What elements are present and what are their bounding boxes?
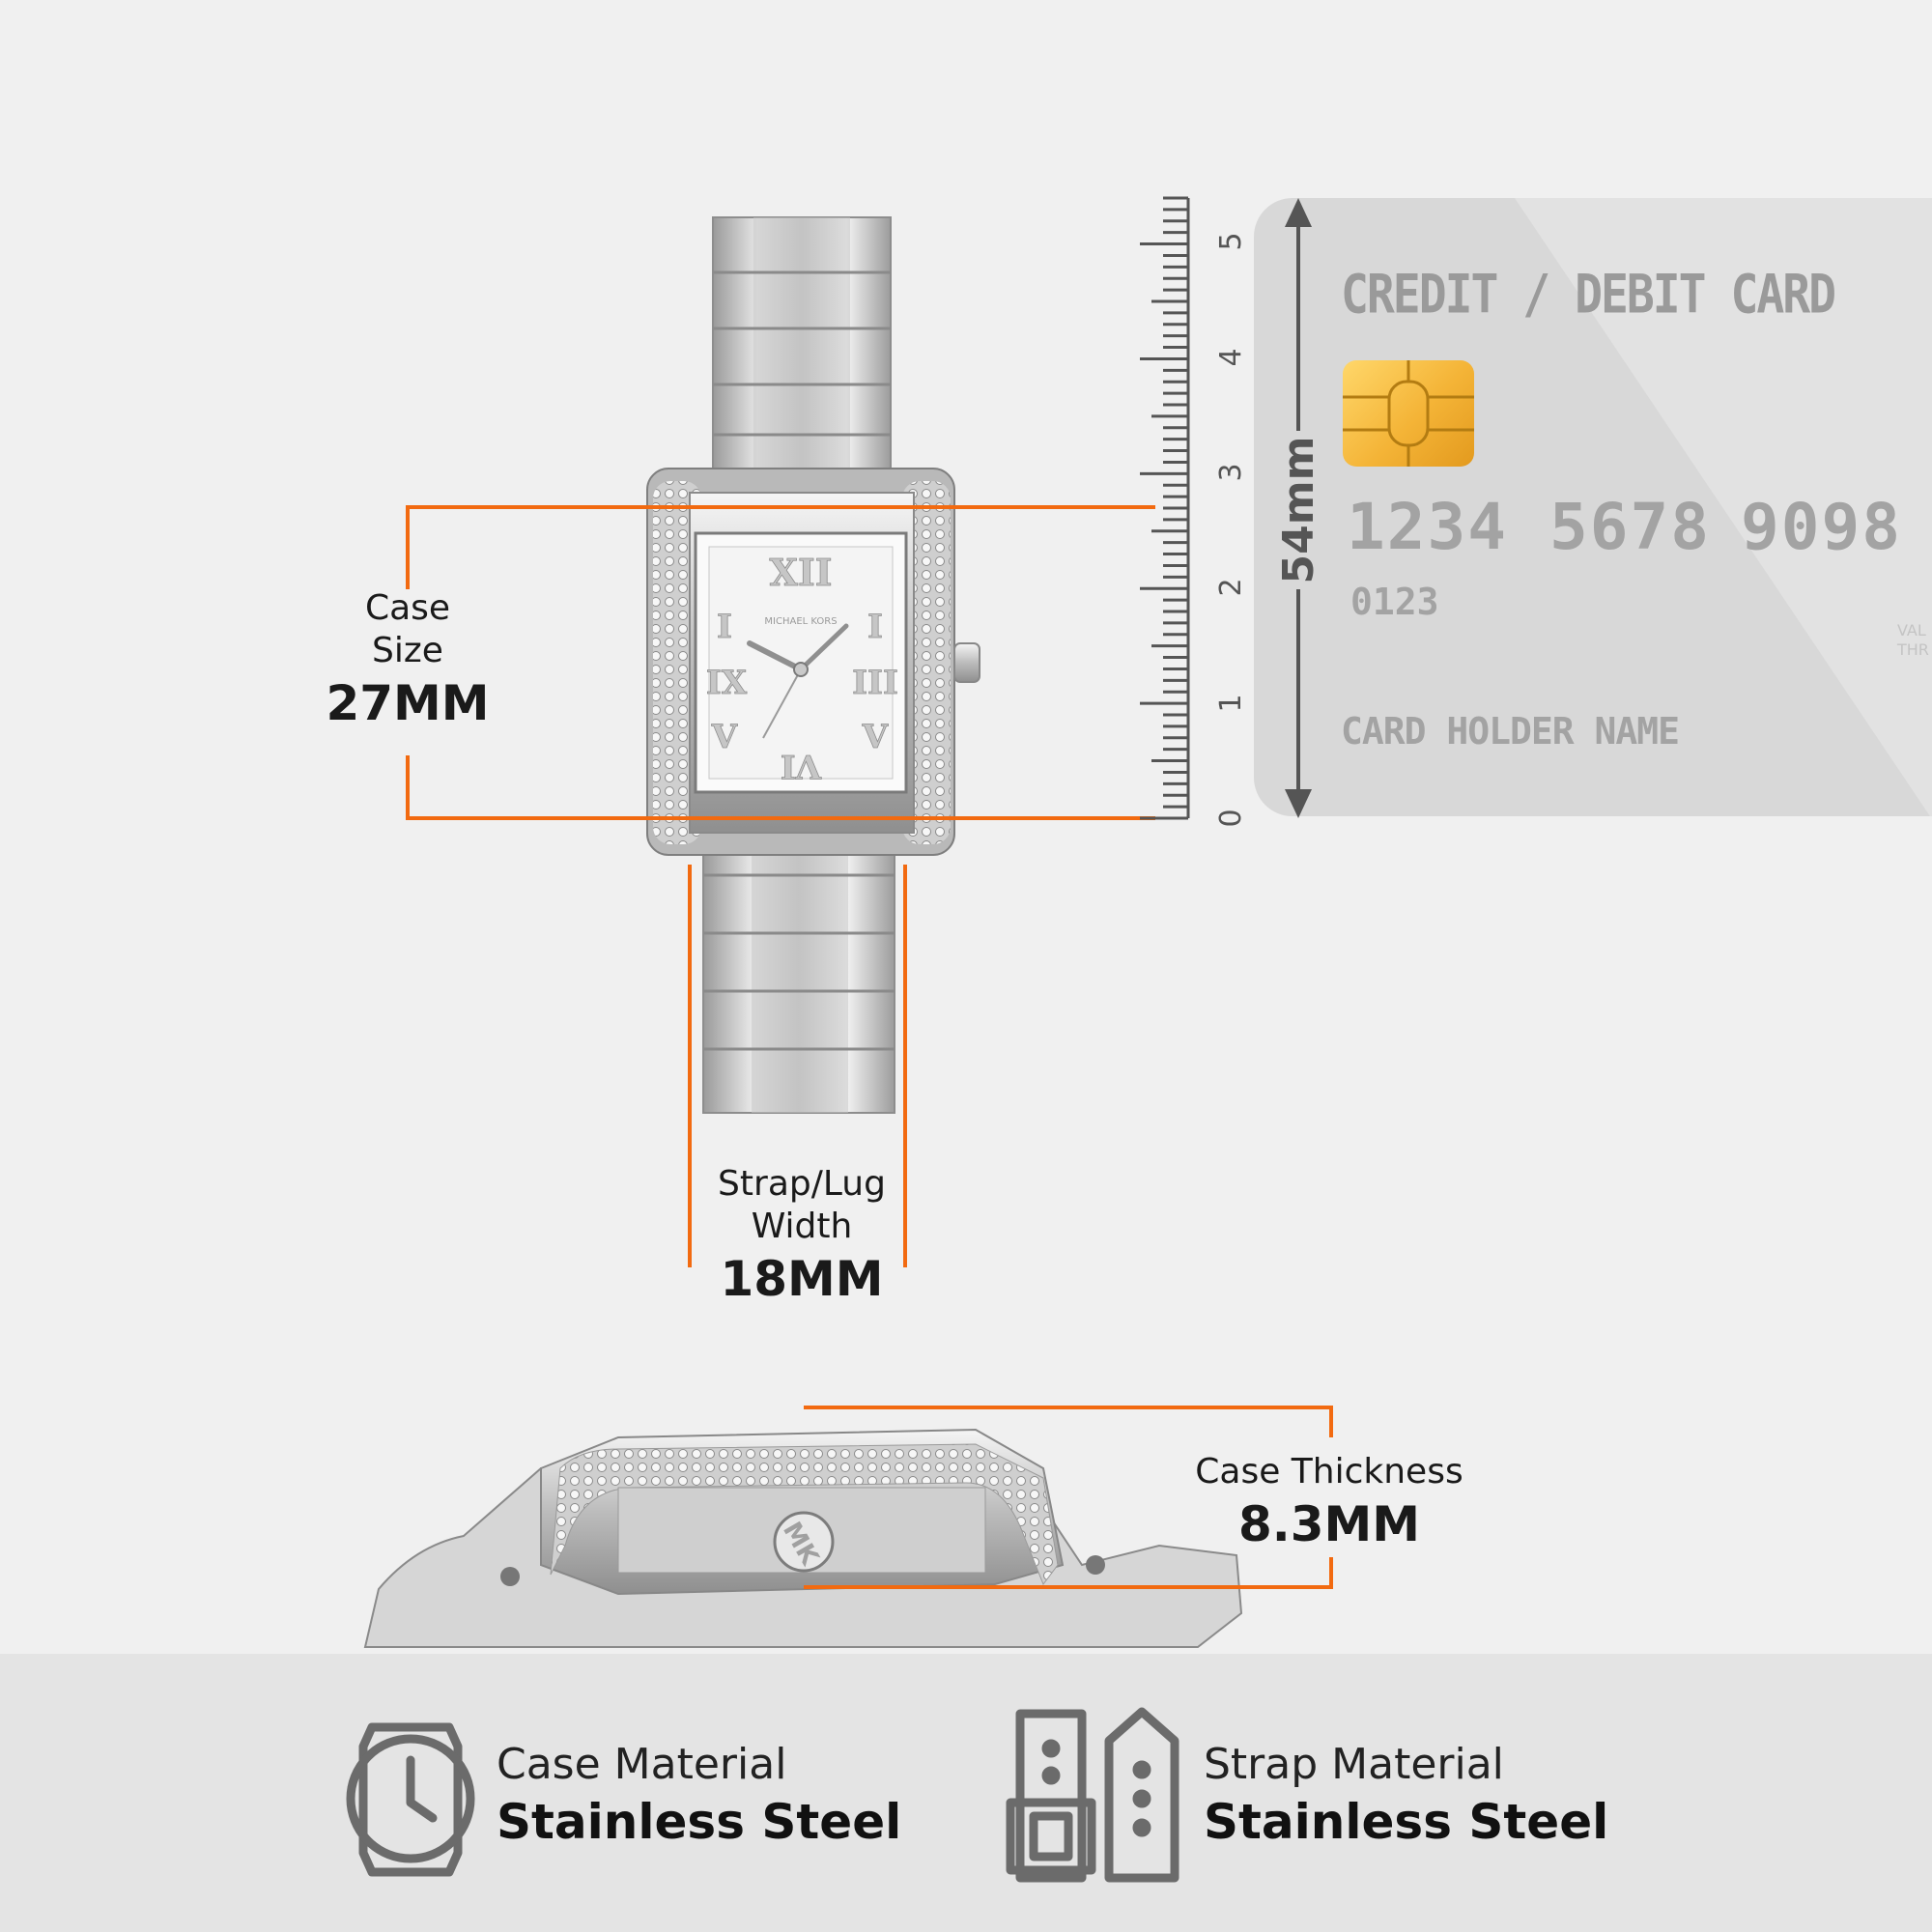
card-number-group-2: 5678 [1549, 490, 1711, 564]
materials-band [0, 1654, 1932, 1932]
svg-text:V: V [711, 718, 738, 756]
case-thickness-label: Case Thickness 8.3MM [1184, 1451, 1474, 1555]
dial-brand: MICHAEL KORS [764, 616, 837, 627]
strap-width-value: 18MM [720, 1251, 884, 1307]
dimension-lines [406, 505, 1333, 1589]
bracelet-upper [712, 216, 892, 479]
watch-case-icon [346, 1722, 475, 1877]
card-title: CREDIT / DEBIT CARD [1341, 264, 1836, 327]
svg-text:I: I [717, 608, 732, 646]
svg-text:IX: IX [706, 664, 748, 702]
case-material: Case Material Stainless Steel [497, 1739, 901, 1853]
card-height-arrow: 54mm [1274, 198, 1323, 818]
watch-side-view: MK [363, 1428, 1243, 1648]
ruler-label-5: 5 [1214, 232, 1248, 250]
side-crown-icon [773, 1511, 835, 1573]
case-thickness-value: 8.3MM [1237, 1496, 1421, 1552]
card-number-group-3: 9098 [1741, 490, 1902, 564]
ruler-label-0: 0 [1214, 809, 1248, 827]
card-chip-icon [1343, 360, 1474, 467]
strap-width-label: Strap/Lug Width 18MM [681, 1163, 923, 1310]
strap-material-title: Strap Material [1204, 1740, 1504, 1789]
case-size-label: Case Size 27MM [311, 587, 504, 734]
crown-icon [953, 642, 980, 683]
case-material-title: Case Material [497, 1740, 787, 1789]
case-material-value: Stainless Steel [497, 1794, 902, 1850]
ruler-label-2: 2 [1214, 578, 1248, 596]
card-small-number: 0123 [1350, 581, 1439, 623]
strap-material-value: Stainless Steel [1204, 1794, 1609, 1850]
ruler-label-3: 3 [1214, 463, 1248, 481]
svg-text:III: III [852, 664, 898, 702]
svg-text:I: I [867, 608, 883, 646]
card-height-label: 54mm [1274, 437, 1323, 584]
card-sheen [1515, 198, 1932, 816]
card-edge-text: VAL THR [1897, 621, 1929, 659]
ruler-label-4: 4 [1214, 348, 1248, 366]
card-holder-name: CARD HOLDER NAME [1341, 710, 1680, 753]
card-number-group-1: 1234 [1347, 490, 1508, 564]
svg-text:VI: VI [781, 747, 822, 785]
strap-material: Strap Material Stainless Steel [1204, 1739, 1608, 1853]
bracelet-lower [702, 832, 895, 1114]
credit-card: CREDIT / DEBIT CARD 1234 5678 9098 0123 … [1254, 198, 1932, 816]
svg-text:V: V [862, 718, 889, 756]
ruler-label-1: 1 [1214, 694, 1248, 712]
watch-case: XII VI I V I V III IX MICHAEL KORS [646, 468, 980, 856]
ruler: 0 1 2 3 4 5 [1140, 196, 1248, 828]
strap-icon [1006, 1707, 1179, 1883]
case-size-value: 27MM [326, 675, 490, 731]
svg-text:XII: XII [769, 551, 832, 594]
